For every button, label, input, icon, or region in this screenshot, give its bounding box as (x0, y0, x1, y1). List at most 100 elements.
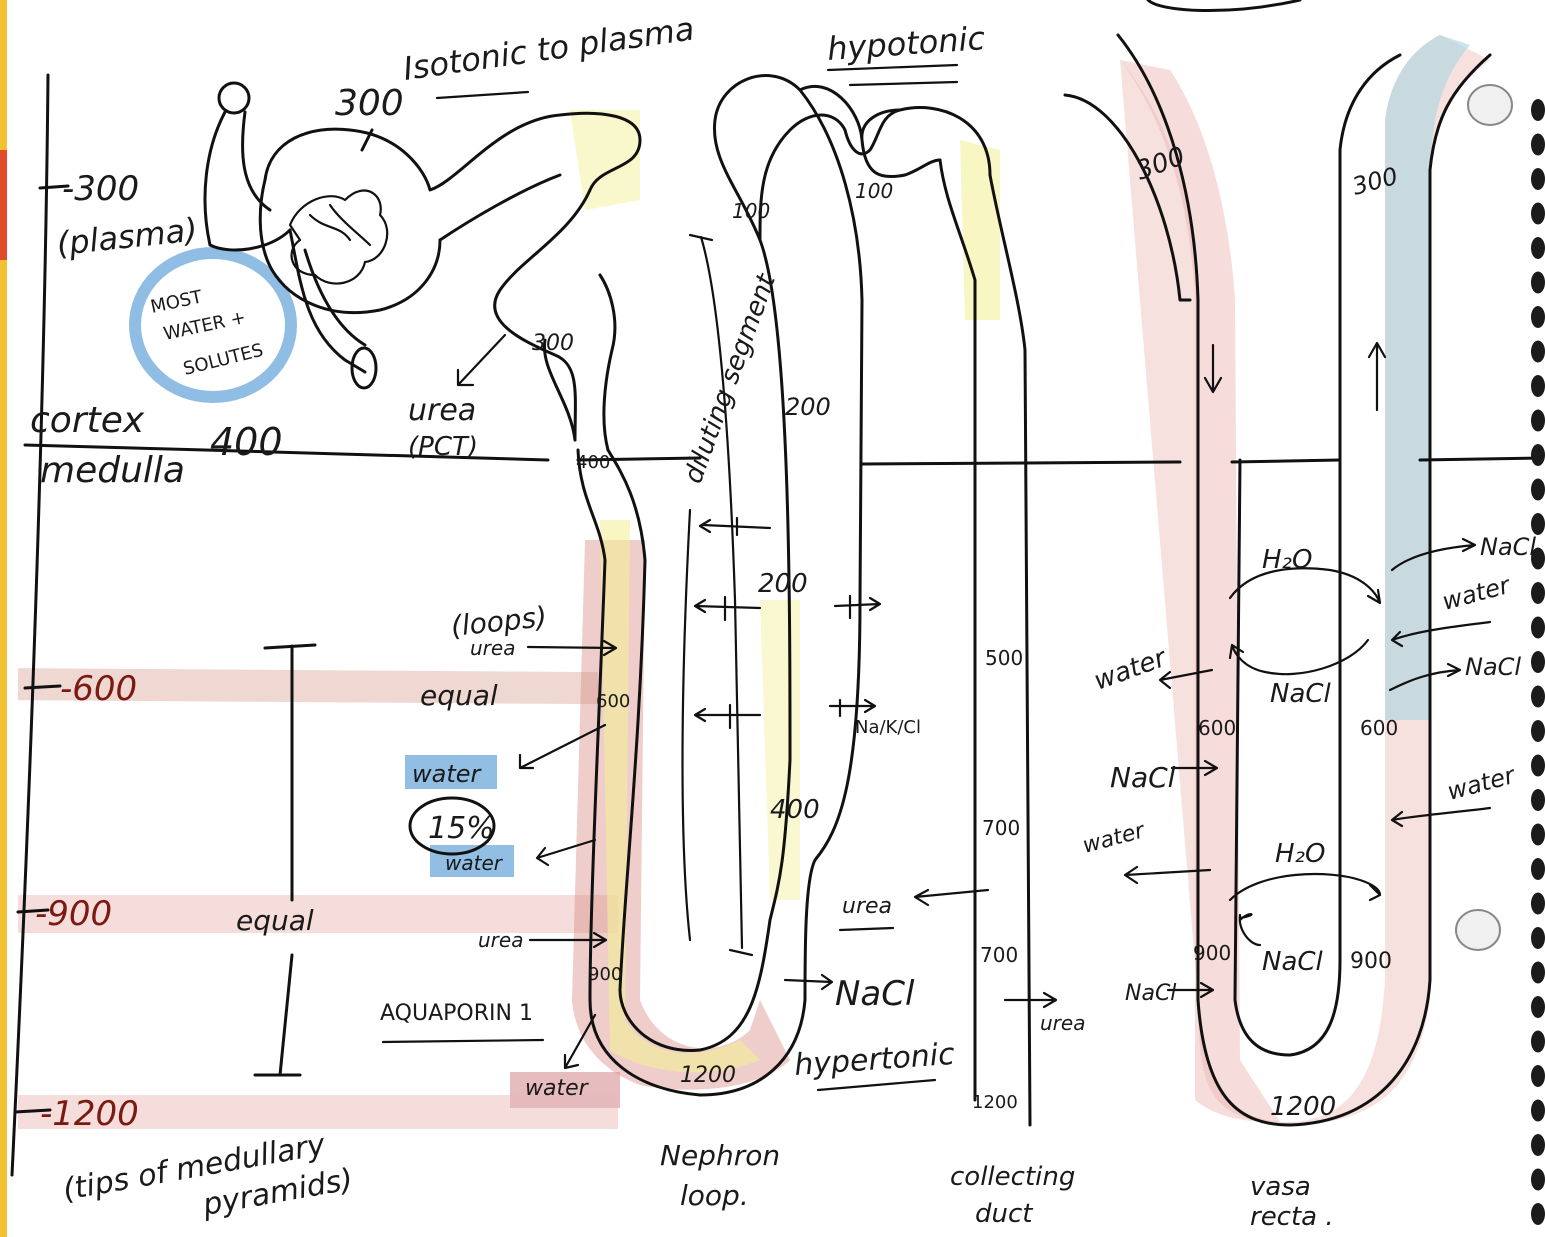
spiral-ring (1531, 962, 1545, 984)
vr-right-water-2: water (1444, 760, 1519, 805)
water-label-1: water (412, 760, 483, 788)
spiral-ring (1531, 237, 1545, 259)
spiral-ring (1531, 651, 1545, 673)
spiral-binding (1531, 99, 1545, 1225)
vr-asc-600: 600 (1360, 716, 1398, 740)
vr-h2o-2: H₂O (1275, 839, 1325, 869)
spiral-ring (1531, 582, 1545, 604)
spiral-ring (1531, 341, 1545, 363)
spiral-ring (1531, 479, 1545, 501)
vr-caption-1: vasa (1250, 1172, 1311, 1202)
scale-300: -300 (62, 169, 139, 209)
boundary-400: 400 (210, 420, 283, 464)
equal-label-1: equal (236, 904, 314, 937)
spiral-ring (1531, 1203, 1545, 1225)
cd-500: 500 (985, 646, 1023, 670)
spiral-ring (1531, 375, 1545, 397)
nephron-fills (570, 110, 1000, 1090)
cd-700b: 700 (980, 943, 1018, 967)
spiral-ring (1531, 203, 1545, 225)
isotonic-label: Isotonic to plasma (401, 9, 697, 87)
loop-asc-100: 100 (732, 199, 770, 223)
badge-most: MOST (149, 286, 205, 318)
spiral-ring (1531, 1134, 1545, 1156)
scale-900: -900 (35, 894, 112, 934)
aquaporin-label: AQUAPORIN 1 (380, 1001, 533, 1026)
dct-100: 100 (855, 179, 893, 203)
ion-label: Na/K/Cl (855, 717, 921, 738)
cd-700a: 700 (982, 816, 1020, 840)
spiral-ring (1531, 99, 1545, 121)
loop-asc-200a: 200 (785, 393, 831, 421)
cd-urea-out: urea (842, 894, 892, 919)
vr-nacl-center-1: NaCl (1270, 679, 1332, 709)
loop-desc-600: 600 (596, 691, 630, 712)
spiral-ring (1531, 927, 1545, 949)
spiral-ring (1531, 755, 1545, 777)
spiral-ring (1531, 1031, 1545, 1053)
spiral-ring (1531, 306, 1545, 328)
pct-urea-source: (PCT) (408, 432, 478, 462)
gradient-axis-line (12, 75, 48, 1175)
urea-in-2: urea (478, 928, 523, 952)
loop-asc-200b: 200 (758, 569, 808, 599)
vr-left-nacl-1: NaCl (1110, 761, 1176, 794)
nephron-caption-2: loop. (680, 1179, 749, 1212)
spiral-ring (1531, 996, 1545, 1018)
vr-left-nacl-2: NaCl (1125, 981, 1176, 1006)
pct-300: 300 (532, 331, 574, 356)
vr-caption-2: recta . (1250, 1202, 1334, 1232)
scale-1200: -1200 (40, 1094, 139, 1134)
cd-urea-in: urea (1040, 1011, 1085, 1035)
glomerulus-300: 300 (335, 83, 404, 124)
vr-asc-900: 900 (1350, 949, 1392, 974)
vr-left-water-1: water (1090, 642, 1172, 696)
diluting-segment-label: diluting segment (678, 270, 782, 488)
vr-bottom-1200: 1200 (1270, 1092, 1336, 1122)
spiral-ring (1531, 134, 1545, 156)
spiral-ring (1531, 858, 1545, 880)
spiral-ring (1531, 893, 1545, 915)
spiral-ring (1531, 789, 1545, 811)
water-label-3: water (525, 1076, 590, 1101)
notebook-holes (1456, 85, 1512, 950)
badge-solutes: SOLUTES (181, 340, 265, 380)
water-percent: 15% (428, 811, 495, 846)
hypotonic-label: hypotonic (826, 19, 987, 68)
loop-asc-400: 400 (770, 795, 820, 825)
pct-urea: urea (408, 393, 476, 428)
vr-right-nacl-2: NaCl (1465, 653, 1521, 681)
hypertonic-label: hypertonic (793, 1037, 956, 1083)
spiral-ring (1531, 513, 1545, 535)
loop-desc-900: 900 (588, 964, 622, 985)
nephron-loop-drawing (383, 65, 1056, 1125)
medulla-label: medulla (40, 450, 185, 491)
scale-600: -600 (60, 669, 137, 709)
vr-right-water-1: water (1439, 570, 1514, 615)
spiral-ring (1531, 1065, 1545, 1087)
loop-bottom-1200: 1200 (680, 1063, 736, 1088)
vr-desc-900: 900 (1193, 941, 1231, 965)
spiral-ring (1531, 410, 1545, 432)
nephron-caption-1: Nephron (660, 1139, 780, 1172)
spiral-ring (1531, 1100, 1545, 1122)
spiral-ring (1531, 1169, 1545, 1191)
spiral-ring (1531, 617, 1545, 639)
loop-desc-400: 400 (576, 452, 610, 473)
spiral-ring (1531, 272, 1545, 294)
vr-right-nacl-1: NaCl (1480, 533, 1536, 561)
spiral-ring (1531, 444, 1545, 466)
nacl-out-label: NaCl (835, 974, 915, 1014)
cd-caption-1: collecting (950, 1162, 1075, 1192)
vr-h2o-1: H₂O (1262, 545, 1312, 575)
vr-desc-600: 600 (1198, 716, 1236, 740)
cortex-label: cortex (30, 400, 145, 441)
vr-left-water-2: water (1080, 818, 1149, 859)
urea-in-1: urea (470, 636, 515, 660)
spiral-ring (1531, 686, 1545, 708)
vr-nacl-center-2: NaCl (1262, 947, 1324, 977)
spiral-ring (1531, 824, 1545, 846)
loop-equal-label: equal (420, 679, 498, 712)
cd-1200: 1200 (972, 1092, 1018, 1113)
